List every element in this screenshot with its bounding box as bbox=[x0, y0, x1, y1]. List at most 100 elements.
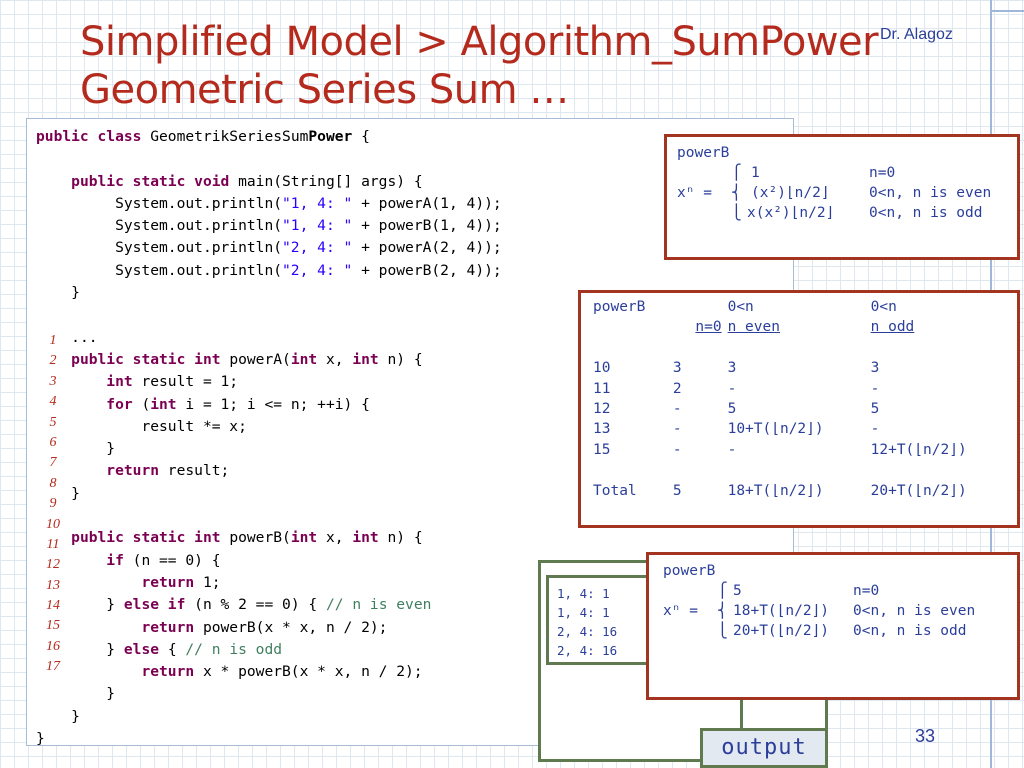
line-number: 16 bbox=[46, 638, 60, 654]
case-expression: 5 bbox=[733, 583, 742, 599]
code-line: public static int powerB(int x, int n) { bbox=[36, 527, 502, 549]
code-text: (n % 2 == 0) { bbox=[185, 596, 326, 614]
code-line: } bbox=[36, 683, 502, 705]
code-line: public class GeometrikSeriesSumPower { bbox=[36, 126, 502, 148]
code-line: if (n == 0) { bbox=[36, 550, 502, 572]
code-line: } else { // n is odd bbox=[36, 639, 502, 661]
case-condition: 0<n, n is odd bbox=[869, 205, 983, 221]
code-keyword: return bbox=[141, 663, 195, 681]
code-string: "2, 4: " bbox=[282, 239, 353, 257]
code-listing: public class GeometrikSeriesSumPower { p… bbox=[36, 126, 502, 750]
table-cell: 10+T(⌊n/2⌋) bbox=[727, 421, 824, 438]
code-text: System.out.println( bbox=[115, 239, 283, 257]
formula-row: powerB bbox=[677, 145, 1007, 165]
output-line: 1, 4: 1 bbox=[557, 605, 610, 620]
formula-row: ⎩20+T(⌊n/2⌋)0<n, n is odd bbox=[663, 623, 1003, 643]
brace-middle: ⎨ bbox=[717, 603, 728, 619]
table-cell: - bbox=[870, 421, 880, 438]
code-text: x, bbox=[317, 350, 353, 368]
table-cell: 5 bbox=[870, 401, 880, 418]
code-text: } bbox=[36, 730, 45, 748]
line-number: 8 bbox=[49, 475, 57, 491]
code-line: } bbox=[36, 438, 502, 460]
formula-lhs: xⁿ = bbox=[677, 185, 712, 201]
case-expression: 20+T(⌊n/2⌋) bbox=[733, 623, 830, 639]
code-text: i = 1; i <= n; ++i) { bbox=[176, 395, 370, 413]
code-text: + powerB(2, 4)); bbox=[352, 261, 502, 279]
code-text: } bbox=[71, 707, 80, 725]
table-cell: 5 bbox=[727, 401, 737, 418]
slide-title-line-2: Geometric Series Sum … bbox=[80, 67, 569, 113]
code-text: n) { bbox=[378, 350, 423, 368]
code-text: + powerA(2, 4)); bbox=[352, 239, 502, 257]
code-line: System.out.println("1, 4: " + powerA(1, … bbox=[36, 193, 502, 215]
brace-top: ⎧ bbox=[731, 165, 742, 181]
case-condition: n=0 bbox=[869, 165, 896, 181]
line-number-gutter: 1 2 3 4 5 6 7 8 9 10 11 12 13 14 15 16 1… bbox=[38, 331, 68, 678]
code-string: "2, 4: " bbox=[282, 261, 353, 279]
code-keyword: int bbox=[352, 350, 379, 368]
formula-row: powerB bbox=[663, 563, 1003, 583]
formula-lhs: xⁿ = bbox=[663, 603, 698, 619]
code-text: System.out.println( bbox=[115, 217, 283, 235]
code-string: "1, 4: " bbox=[282, 217, 353, 235]
line-number: 2 bbox=[49, 353, 57, 369]
table-cell: 13 bbox=[593, 421, 611, 438]
output-connector-line bbox=[740, 694, 743, 728]
table-cell: - bbox=[672, 421, 682, 438]
code-keyword: else if bbox=[123, 596, 186, 614]
code-keyword: return bbox=[106, 462, 160, 480]
table-header-cell: powerB bbox=[593, 299, 646, 315]
code-keyword: public static int bbox=[71, 529, 230, 547]
code-text: result *= x; bbox=[141, 417, 247, 435]
code-text: powerB(x * x, n / 2); bbox=[194, 618, 388, 636]
code-keyword: int bbox=[290, 529, 318, 547]
code-line: } else if (n % 2 == 0) { // n is even bbox=[36, 594, 502, 616]
table-cell: 10 bbox=[593, 360, 611, 377]
line-number: 5 bbox=[49, 414, 57, 430]
code-text: ( bbox=[132, 395, 151, 413]
author-label: Dr. Alagoz bbox=[880, 26, 953, 43]
brace-middle: ⎨ bbox=[731, 185, 742, 201]
code-text: main(String[] args) { bbox=[238, 172, 423, 190]
table-cell: 15 bbox=[593, 441, 611, 458]
code-text: { bbox=[352, 128, 370, 145]
output-label: output bbox=[700, 728, 828, 768]
case-condition: n=0 bbox=[853, 583, 880, 599]
table-cell: 20+T(⌊n/2⌋) bbox=[870, 482, 967, 499]
code-line: } bbox=[36, 282, 502, 304]
formula-row: ⎧ 1 n=0 bbox=[677, 165, 1007, 185]
line-number: 10 bbox=[46, 516, 60, 532]
line-number: 13 bbox=[46, 577, 60, 593]
formula-row: xⁿ =⎨18+T(⌊n/2⌋)0<n, n is even bbox=[663, 603, 1003, 623]
line-number: 12 bbox=[46, 557, 60, 573]
line-number: 4 bbox=[49, 394, 57, 410]
code-keyword: for bbox=[106, 395, 133, 413]
code-keyword: return bbox=[141, 573, 195, 591]
formula-row: xⁿ =⎨(x²)⌊n/2⌋0<n, n is even bbox=[677, 185, 1007, 205]
code-line: for (int i = 1; i <= n; ++i) { bbox=[36, 394, 502, 416]
code-text: 1; bbox=[194, 573, 221, 591]
slide-decoration-line bbox=[990, 10, 1024, 12]
code-text: powerB( bbox=[229, 529, 291, 547]
code-text: x * powerB(x * x, n / 2); bbox=[194, 663, 423, 681]
code-keyword: public static void bbox=[71, 172, 239, 190]
code-text: } bbox=[106, 596, 124, 614]
case-expression: x(x²)⌊n/2⌋ bbox=[747, 205, 835, 221]
code-comment: // n is even bbox=[325, 596, 432, 614]
table-cell: - bbox=[870, 380, 880, 397]
table-cell: - bbox=[672, 401, 682, 418]
code-line: public static void main(String[] args) { bbox=[36, 171, 502, 193]
slide-title-line-1: Simplified Model > Algorithm_SumPower bbox=[80, 19, 879, 65]
code-keyword: int bbox=[352, 529, 379, 547]
formula-label: powerB bbox=[677, 145, 730, 161]
output-console: 1, 4: 1 1, 4: 1 2, 4: 16 2, 4: 16 bbox=[546, 575, 654, 665]
line-number: 9 bbox=[49, 496, 57, 512]
line-number: 14 bbox=[46, 598, 60, 614]
case-expression: 1 bbox=[751, 165, 760, 181]
line-number: 1 bbox=[49, 333, 57, 348]
